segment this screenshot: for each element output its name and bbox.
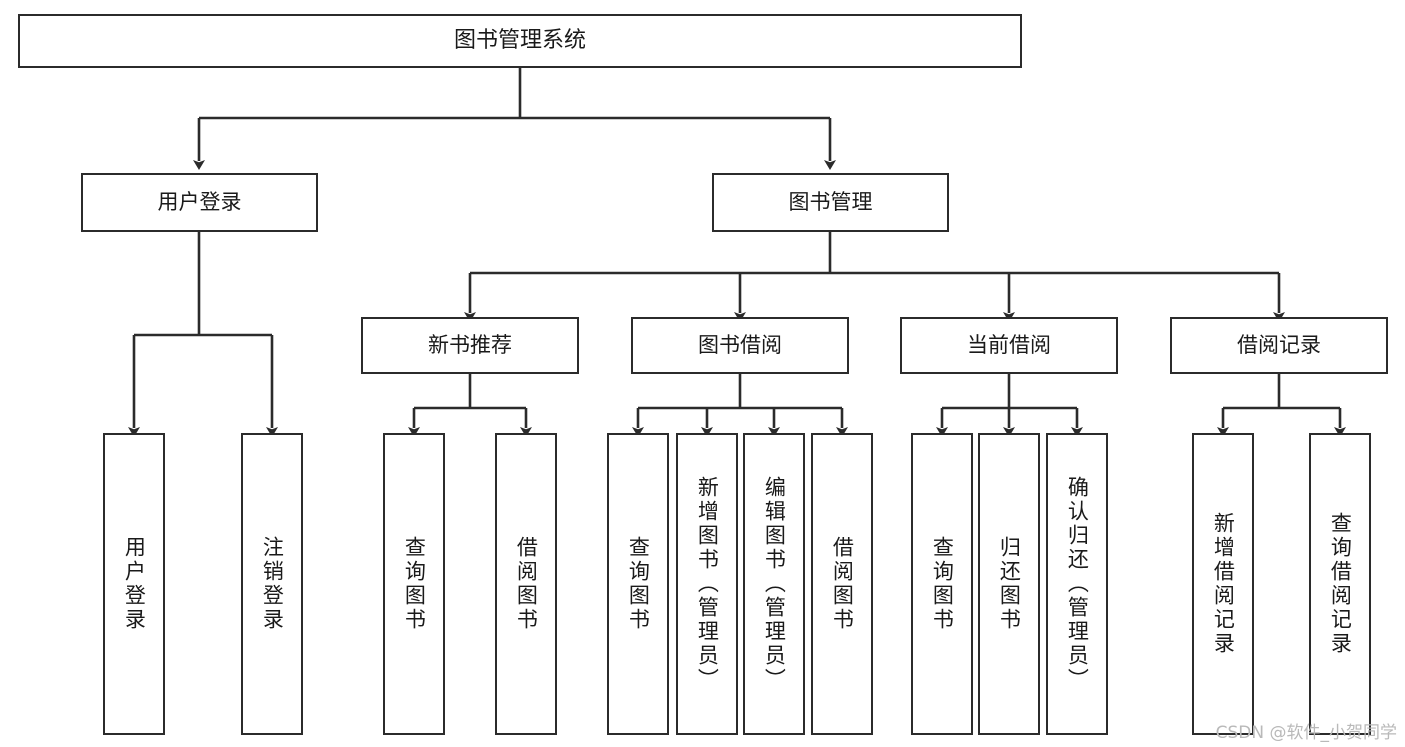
node-leaf-confirm-return-label: 确认归还（管理员） [1065, 476, 1090, 692]
node-leaf-query-book-3-label: 查询图书 [930, 536, 955, 632]
node-book-manage[interactable]: 图书管理 [712, 173, 949, 232]
node-leaf-query-book-2-label: 查询图书 [626, 536, 651, 632]
node-leaf-add-book-label: 新增图书（管理员） [695, 476, 720, 692]
node-leaf-return-book[interactable]: 归还图书 [978, 433, 1040, 735]
node-leaf-query-book-3[interactable]: 查询图书 [911, 433, 973, 735]
node-current-borrow-label: 当前借阅 [967, 333, 1051, 358]
node-leaf-add-record-label: 新增借阅记录 [1211, 512, 1236, 656]
node-leaf-borrow-book-1[interactable]: 借阅图书 [495, 433, 557, 735]
node-book-borrow-label: 图书借阅 [698, 333, 782, 358]
node-user-login-label: 用户登录 [157, 190, 242, 215]
node-new-book-recommend[interactable]: 新书推荐 [361, 317, 579, 374]
node-leaf-query-record-label: 查询借阅记录 [1328, 512, 1353, 656]
node-borrow-record[interactable]: 借阅记录 [1170, 317, 1388, 374]
node-leaf-user-login[interactable]: 用户登录 [103, 433, 165, 735]
node-leaf-add-record[interactable]: 新增借阅记录 [1192, 433, 1254, 735]
node-root[interactable]: 图书管理系统 [18, 14, 1022, 68]
node-user-login[interactable]: 用户登录 [81, 173, 318, 232]
node-book-manage-label: 图书管理 [788, 190, 873, 215]
node-book-borrow[interactable]: 图书借阅 [631, 317, 849, 374]
node-leaf-logout-login-label: 注销登录 [260, 536, 285, 632]
node-leaf-borrow-book-2-label: 借阅图书 [830, 536, 855, 632]
node-leaf-edit-book[interactable]: 编辑图书（管理员） [743, 433, 805, 735]
node-leaf-edit-book-label: 编辑图书（管理员） [762, 476, 787, 692]
watermark: CSDN @软件_小贺同学 [1215, 723, 1397, 743]
node-leaf-return-book-label: 归还图书 [997, 536, 1022, 632]
node-leaf-logout-login[interactable]: 注销登录 [241, 433, 303, 735]
node-leaf-query-book-2[interactable]: 查询图书 [607, 433, 669, 735]
node-root-label: 图书管理系统 [453, 28, 586, 54]
node-current-borrow[interactable]: 当前借阅 [900, 317, 1118, 374]
node-leaf-borrow-book-1-label: 借阅图书 [514, 536, 539, 632]
node-leaf-confirm-return[interactable]: 确认归还（管理员） [1046, 433, 1108, 735]
node-leaf-user-login-label: 用户登录 [122, 536, 147, 632]
node-leaf-borrow-book-2[interactable]: 借阅图书 [811, 433, 873, 735]
node-leaf-query-book-1-label: 查询图书 [402, 536, 427, 632]
node-new-book-recommend-label: 新书推荐 [428, 333, 512, 358]
node-borrow-record-label: 借阅记录 [1237, 333, 1321, 358]
node-leaf-query-book-1[interactable]: 查询图书 [383, 433, 445, 735]
node-leaf-add-book[interactable]: 新增图书（管理员） [676, 433, 738, 735]
node-leaf-query-record[interactable]: 查询借阅记录 [1309, 433, 1371, 735]
